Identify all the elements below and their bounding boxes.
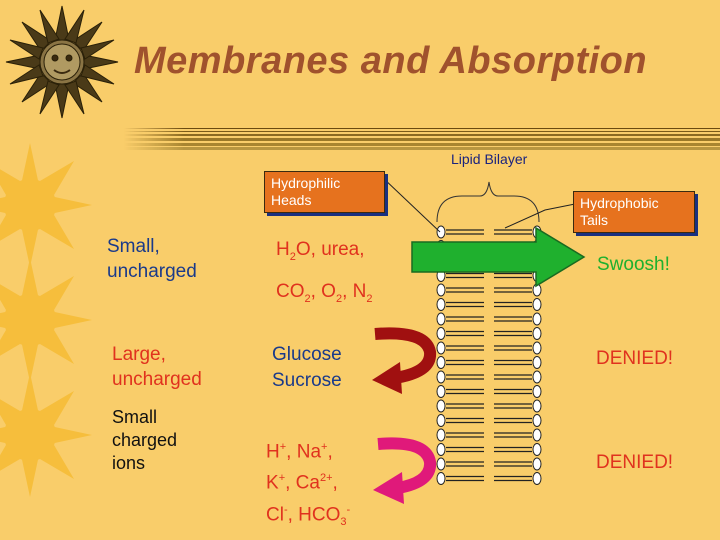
- pass-through-arrow: [411, 226, 586, 288]
- molecules-line: H+, Na+,: [266, 441, 333, 463]
- lipid-head: [436, 312, 446, 326]
- lipid-head: [532, 327, 542, 340]
- page-title: Membranes and Absorption: [134, 40, 648, 82]
- lipid-head: [436, 385, 446, 398]
- category-line: uncharged: [107, 261, 197, 282]
- molecules-line: K+, Ca2+,: [266, 472, 338, 494]
- category-line: Small: [112, 407, 158, 427]
- lipid-head: [532, 443, 542, 456]
- pointer-lines: [381, 176, 576, 233]
- lipid-head: [436, 341, 446, 355]
- lipid-head: [436, 356, 446, 369]
- lipid-head: [532, 385, 542, 398]
- category-line: ions: [112, 453, 146, 473]
- category-small-uncharged: Small, uncharged: [107, 234, 197, 284]
- lipid-head: [436, 457, 446, 471]
- lipid-head: [436, 428, 446, 442]
- molecules-line: CO2, O2, N2: [276, 280, 373, 305]
- title-rule: [124, 128, 720, 150]
- lipid-head: [532, 472, 542, 485]
- hydrophilic-line2: Heads: [271, 192, 312, 208]
- lipid-head: [436, 298, 446, 311]
- lipid-head: [532, 341, 542, 355]
- lipid-bilayer-diagram: [436, 225, 542, 485]
- glucose-rejected-arrow: [372, 327, 437, 394]
- lipid-bilayer-label: Lipid Bilayer: [451, 151, 528, 167]
- lipid-head: [436, 443, 446, 456]
- category-large-uncharged: Large, uncharged: [112, 342, 202, 392]
- hydrophobic-tails-label: Hydrophobic Tails: [573, 191, 695, 233]
- category-line: Large,: [112, 344, 166, 365]
- lipid-head: [532, 414, 542, 427]
- lipid-head: [436, 472, 446, 485]
- lipid-head: [532, 399, 542, 413]
- lipid-head: [532, 356, 542, 369]
- molecules-large-uncharged: Glucose Sucrose: [272, 342, 342, 394]
- lipid-head: [436, 327, 446, 340]
- molecules-line: H2O, urea,: [276, 239, 365, 263]
- lipid-head: [436, 370, 446, 384]
- molecules-line: Cl-, HCO3-: [266, 503, 351, 528]
- hydrophilic-line1: Hydrophilic: [271, 175, 341, 191]
- result-swoosh: Swoosh!: [597, 254, 670, 275]
- result-denied-large: DENIED!: [596, 348, 674, 369]
- lipid-head: [532, 298, 542, 311]
- bilayer-brace: [436, 181, 540, 223]
- lipid-head: [532, 370, 542, 384]
- hydrophobic-line2: Tails: [580, 212, 609, 228]
- lipid-head: [532, 312, 542, 326]
- hydrophobic-line1: Hydrophobic: [580, 195, 659, 211]
- sun-icon: [0, 143, 92, 497]
- lipid-head: [436, 283, 446, 297]
- molecules-line: Sucrose: [272, 370, 342, 391]
- ion-rejected-arrow: [373, 437, 437, 504]
- lipid-head: [532, 457, 542, 471]
- molecules-small-charged: H+, Na+, K+, Ca2+, Cl-, HCO3-: [266, 434, 350, 536]
- category-small-charged: Small charged ions: [112, 406, 177, 475]
- lipid-head: [436, 225, 446, 239]
- category-line: uncharged: [112, 369, 202, 390]
- sun-face-icon: [5, 5, 119, 119]
- lipid-head: [532, 428, 542, 442]
- lipid-head: [436, 414, 446, 427]
- molecules-line: Glucose: [272, 344, 342, 365]
- hydrophilic-heads-label: Hydrophilic Heads: [264, 171, 385, 213]
- category-line: charged: [112, 430, 178, 450]
- lipid-head: [436, 399, 446, 413]
- category-line: Small,: [107, 236, 160, 257]
- molecules-small-uncharged: H2O, urea, CO2, O2, N2: [276, 236, 373, 313]
- result-denied-ions: DENIED!: [596, 452, 674, 473]
